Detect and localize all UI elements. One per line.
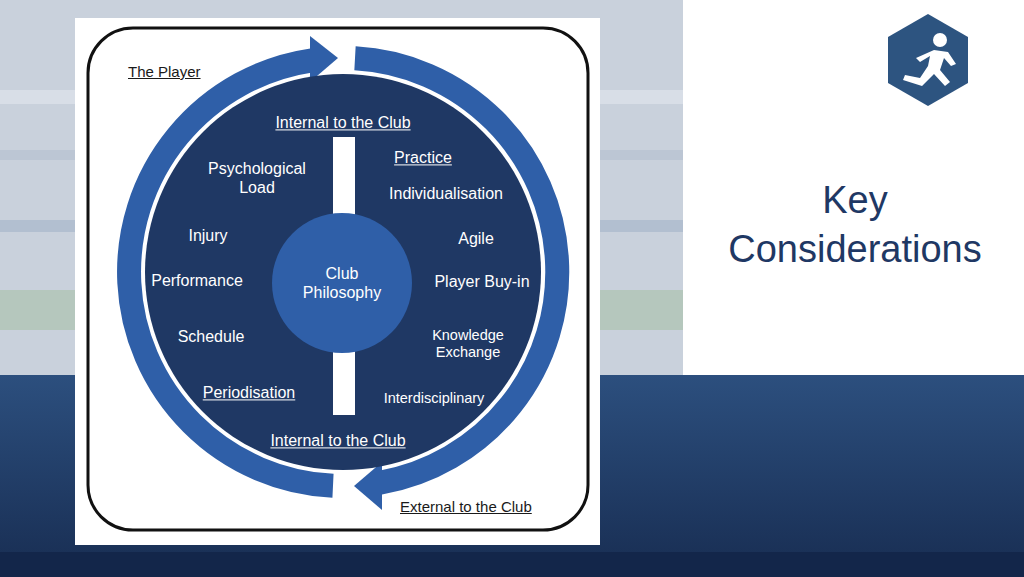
center-circle-shape: [272, 213, 412, 353]
logo-hexagon: [888, 14, 968, 106]
section-heading: Internal to the Club: [270, 431, 405, 450]
factor-label: Player Buy-in: [434, 272, 529, 291]
outer-circle: Internal to the ClubPsychological LoadPr…: [145, 74, 541, 470]
center-circle-fill: [272, 213, 412, 353]
section-heading: Practice: [394, 148, 452, 167]
factor-label: Agile: [458, 229, 494, 248]
player-label: The Player: [128, 63, 201, 81]
factor-label: Psychological Load: [201, 159, 313, 197]
bottom-strip: [0, 552, 1024, 577]
title-panel: [683, 0, 1024, 375]
factor-label: Knowledge Exchange: [418, 327, 518, 362]
runner-head: [933, 33, 947, 47]
factor-label: Performance: [151, 271, 243, 290]
section-heading: Periodisation: [203, 383, 296, 402]
outer-circle-fill: [145, 74, 541, 470]
external-label: External to the Club: [400, 498, 532, 516]
slide-title: Key Considerations: [705, 176, 1005, 273]
outer-frame: [88, 28, 588, 530]
runner-icon: [903, 33, 956, 86]
factor-label: Injury: [188, 226, 227, 245]
center-circle: Club Philosophy: [272, 213, 412, 353]
center-label: Club Philosophy: [292, 264, 392, 302]
section-heading: Internal to the Club: [275, 113, 410, 132]
diagram-card: [75, 18, 600, 545]
runner-body: [903, 50, 956, 86]
factor-label: Individualisation: [389, 184, 503, 203]
factor-label: Interdisciplinary: [384, 390, 485, 407]
factor-label: Schedule: [178, 327, 245, 346]
